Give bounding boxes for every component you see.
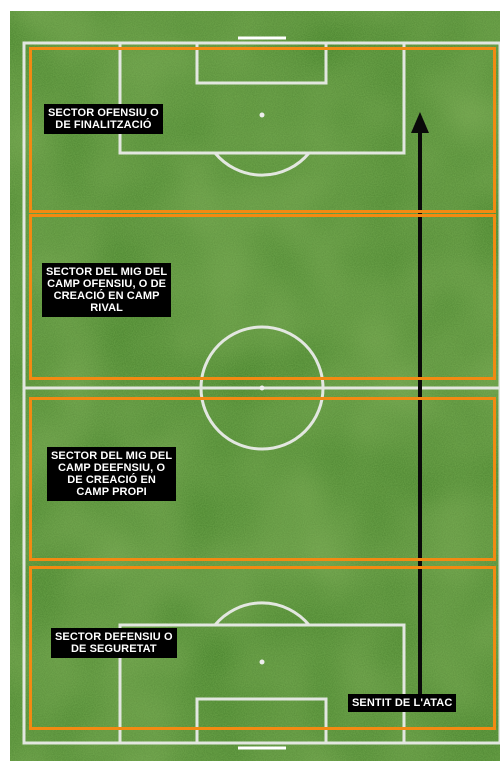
sector-label-defensive: SECTOR DEFENSIU O DE SEGURETAT bbox=[51, 628, 177, 658]
sector-label-offensive: SECTOR OFENSIU O DE FINALITZACIÓ bbox=[44, 104, 163, 134]
sector-label-midfield-defensive: SECTOR DEL MIG DEL CAMP DEEFNSIU, O DE C… bbox=[47, 447, 176, 501]
attack-direction-label: SENTIT DE L'ATAC bbox=[348, 694, 456, 712]
football-pitch: SECTOR OFENSIU O DE FINALITZACIÓ SECTOR … bbox=[10, 11, 500, 761]
center-spot bbox=[260, 386, 265, 391]
sector-label-midfield-offensive: SECTOR DEL MIG DEL CAMP OFENSIU, O DE CR… bbox=[42, 263, 171, 317]
